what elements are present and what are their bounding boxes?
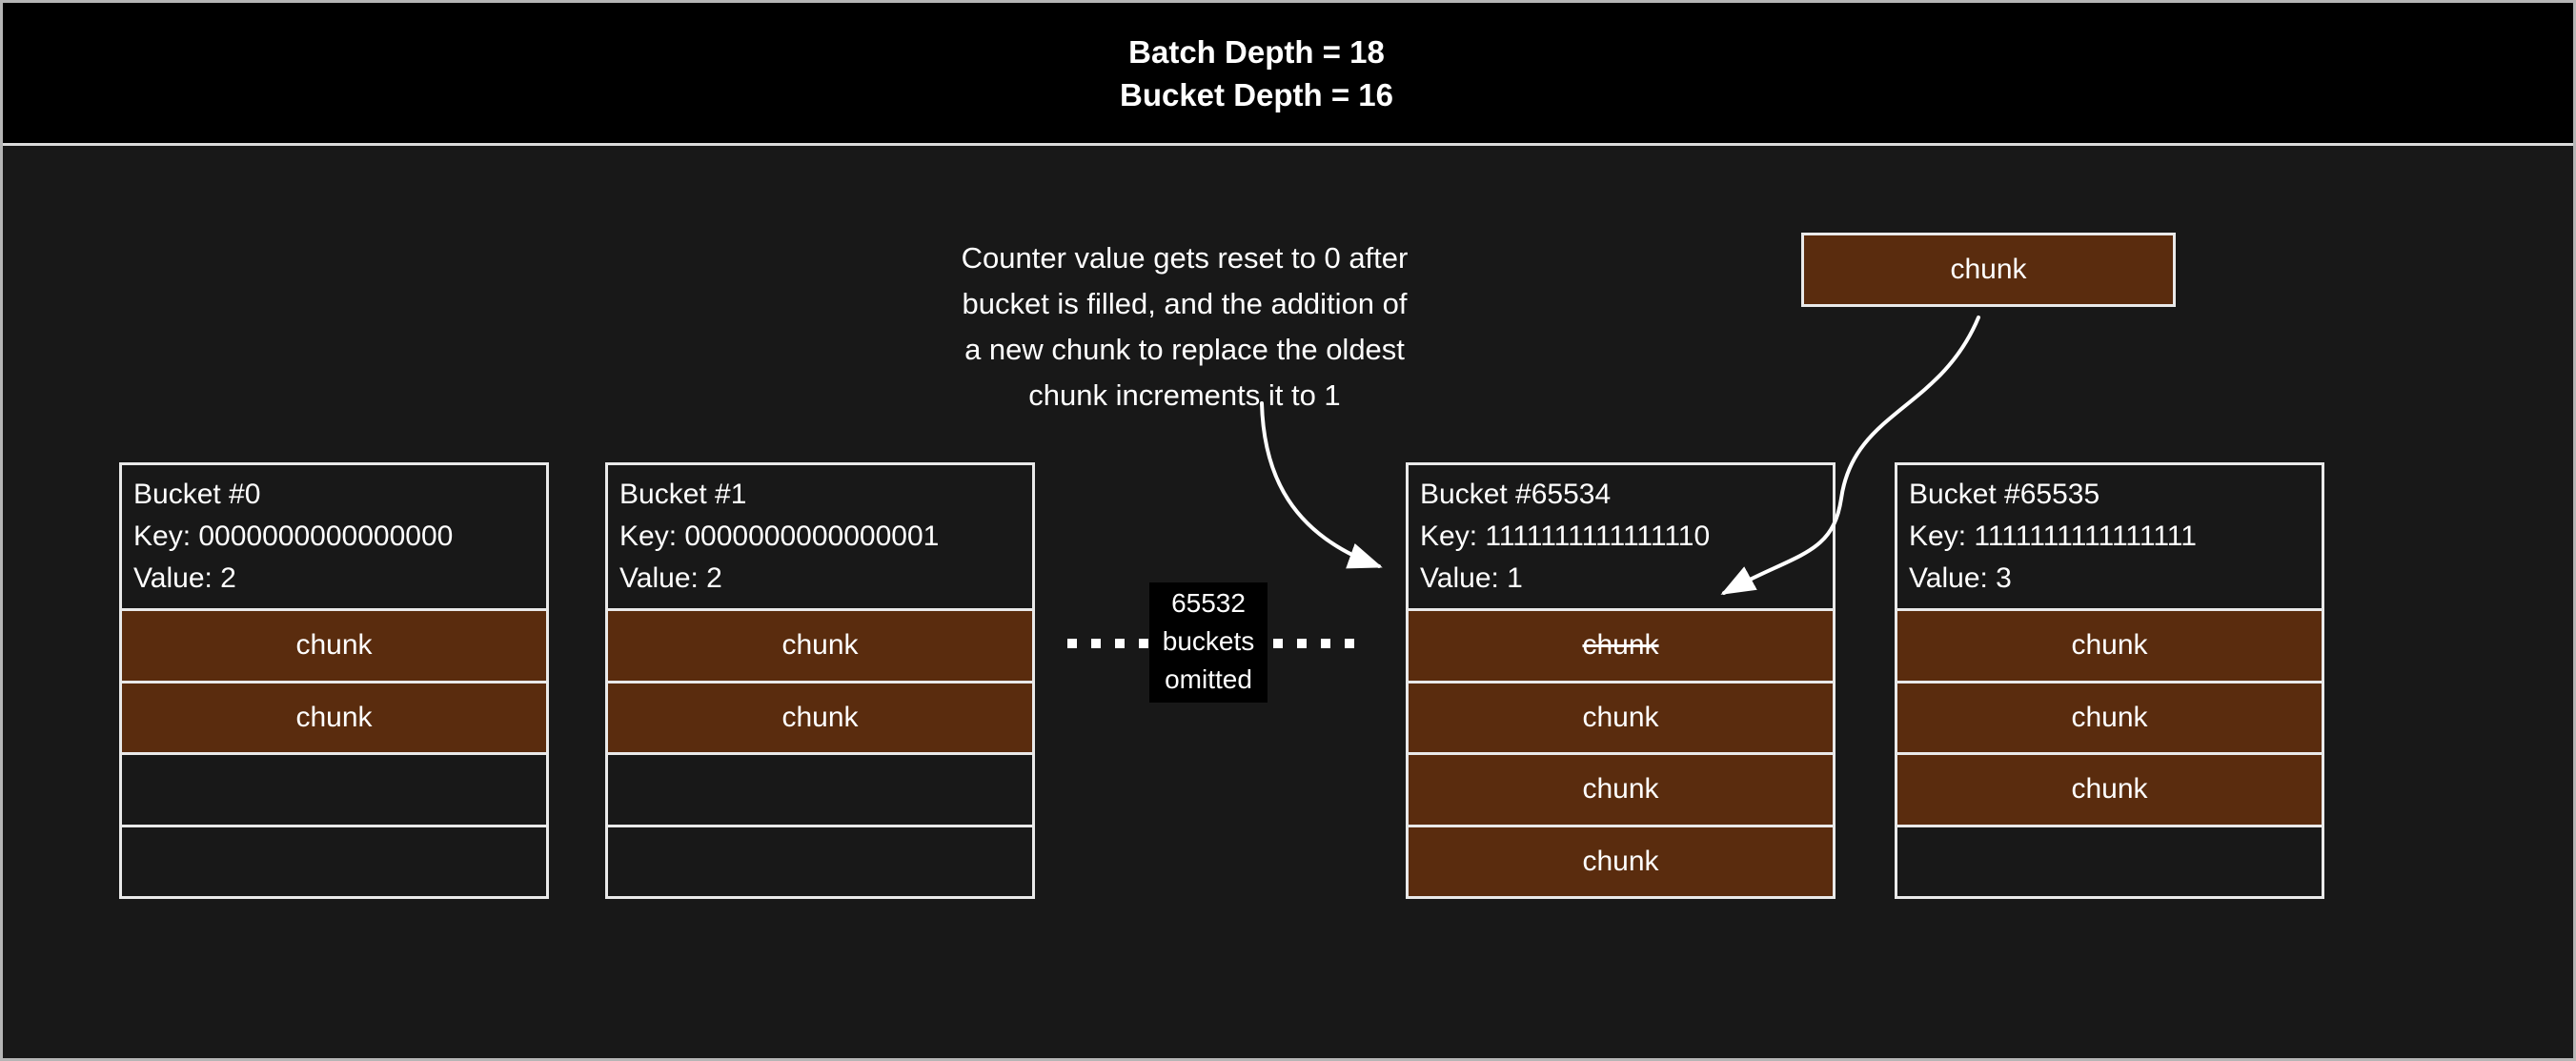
chunk-label: chunk (781, 629, 859, 662)
chunk-slot (122, 824, 546, 897)
omitted-line: buckets (1162, 626, 1255, 656)
chunk-label: chunk (2071, 701, 2148, 733)
chunk-slot: chunk (1409, 824, 1833, 896)
chunk-label: chunk (1582, 701, 1659, 733)
annotation-arrow (1260, 401, 1383, 569)
bucket-key: Key: 1111111111111110 (1420, 520, 1711, 552)
chunk-slot: chunk (1409, 752, 1833, 825)
annotation-line: Counter value gets reset to 0 after (961, 241, 1409, 275)
bucket-box: Bucket #65534 Key: 1111111111111110 Valu… (1406, 462, 1836, 899)
chunk-label: chunk (1950, 254, 2027, 285)
chunk-slot: chunk (122, 608, 546, 681)
ellipsis-dot (1345, 639, 1354, 648)
chunk-label: chunk (295, 629, 373, 662)
chunk-slot (122, 752, 546, 825)
bucket-box: Bucket #0 Key: 0000000000000000 Value: 2… (119, 462, 549, 899)
ellipsis-dots-right (1273, 639, 1354, 648)
bucket-value: Value: 1 (1420, 562, 1523, 594)
bucket-head: Bucket #65535 Key: 1111111111111111 Valu… (1897, 465, 2322, 608)
bucket-box: Bucket #1 Key: 0000000000000001 Value: 2… (605, 462, 1035, 899)
bucket-title: Bucket #65534 (1420, 479, 1612, 510)
annotation-note: Counter value gets reset to 0 after buck… (918, 235, 1451, 418)
bucket-depth-label: Bucket Depth = 16 (1119, 76, 1393, 112)
chunk-slot: chunk (1897, 752, 2322, 825)
chunk-label: chunk (295, 701, 373, 733)
chunk-slot: chunk (1897, 680, 2322, 752)
ellipsis-dot (1091, 639, 1101, 648)
incoming-chunk-box: chunk (1801, 233, 2176, 307)
bucket-head: Bucket #65534 Key: 1111111111111110 Valu… (1409, 465, 1833, 608)
bucket-key: Key: 0000000000000000 (133, 520, 454, 552)
bucket-slots: chunk chunk (122, 608, 546, 896)
bucket-head: Bucket #0 Key: 0000000000000000 Value: 2 (122, 465, 546, 608)
chunk-slot: chunk (608, 680, 1032, 752)
bucket-title: Bucket #1 (619, 479, 747, 510)
chunk-label: chunk (2071, 629, 2148, 662)
ellipsis-dot (1139, 639, 1148, 648)
batch-depth-label: Batch Depth = 18 (1128, 33, 1385, 70)
ellipsis-dot (1273, 639, 1283, 648)
bucket-slots: chunk chunk chunk chunk (1409, 608, 1833, 896)
header-banner: Batch Depth = 18 Bucket Depth = 16 (3, 3, 2573, 146)
chunk-slot (608, 752, 1032, 825)
bucket-key: Key: 1111111111111111 (1909, 520, 2197, 552)
chunk-slot: chunk (1409, 608, 1833, 681)
chunk-label: chunk (1582, 629, 1659, 662)
omitted-buckets-label: 65532 buckets omitted (1149, 582, 1268, 703)
ellipsis-dot (1115, 639, 1125, 648)
chunk-slot: chunk (122, 680, 546, 752)
bucket-head: Bucket #1 Key: 0000000000000001 Value: 2 (608, 465, 1032, 608)
annotation-line: bucket is filled, and the addition of (962, 287, 1408, 320)
ellipsis-dot (1297, 639, 1307, 648)
bucket-value: Value: 2 (133, 562, 236, 594)
chunk-label: chunk (781, 701, 859, 733)
bucket-slots: chunk chunk chunk (1897, 608, 2322, 896)
chunk-slot (1897, 824, 2322, 897)
bucket-value: Value: 2 (619, 562, 722, 594)
ellipsis-dot (1067, 639, 1077, 648)
chunk-label: chunk (2071, 773, 2148, 806)
bucket-box: Bucket #65535 Key: 1111111111111111 Valu… (1895, 462, 2324, 899)
bucket-key: Key: 0000000000000001 (619, 520, 940, 552)
annotation-line: a new chunk to replace the oldest (964, 333, 1405, 366)
ellipsis-dot (1321, 639, 1330, 648)
ellipsis-dots-left (1067, 639, 1148, 648)
chunk-slot (608, 824, 1032, 897)
chunk-label: chunk (1582, 773, 1659, 806)
bucket-title: Bucket #0 (133, 479, 261, 510)
omitted-line: omitted (1165, 664, 1252, 694)
bucket-title: Bucket #65535 (1909, 479, 2100, 510)
chunk-slot: chunk (1897, 608, 2322, 681)
bucket-slots: chunk chunk (608, 608, 1032, 896)
chunk-slot: chunk (1409, 680, 1833, 752)
bucket-value: Value: 3 (1909, 562, 2012, 594)
annotation-line: chunk increments it to 1 (1028, 378, 1341, 412)
chunk-slot: chunk (608, 608, 1032, 681)
omitted-line: 65532 (1171, 588, 1246, 618)
chunk-label: chunk (1582, 845, 1659, 877)
